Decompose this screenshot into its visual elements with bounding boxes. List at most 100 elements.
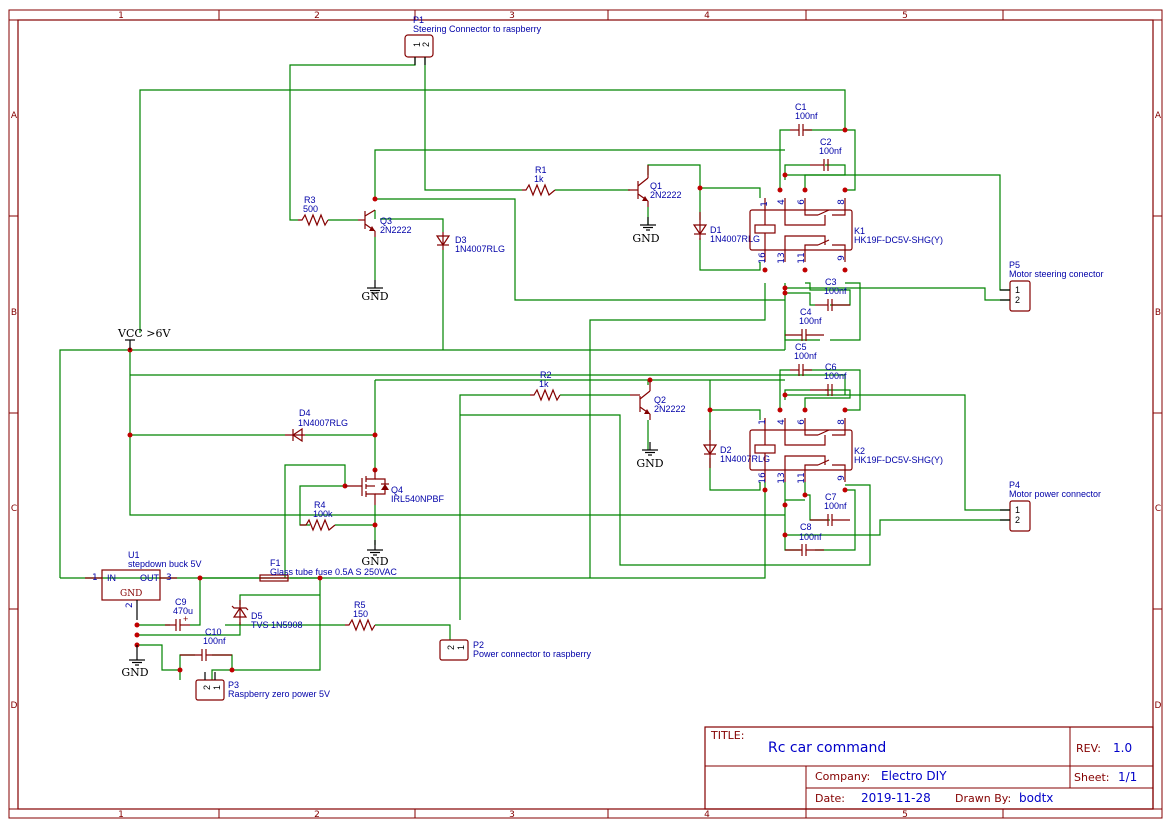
- company-value: Electro DIY: [881, 769, 947, 783]
- row-label: A: [11, 111, 18, 121]
- r4-value: 100k: [313, 509, 333, 519]
- gnd-label: GND: [121, 666, 148, 679]
- c2-ref: C2: [820, 137, 832, 147]
- p5-pin: 2: [1015, 295, 1020, 305]
- gnd-label: GND: [632, 232, 659, 245]
- title-label: TITLE:: [710, 729, 744, 742]
- c6-value: 100nf: [824, 371, 847, 381]
- u1-value: stepdown buck 5V: [128, 559, 202, 569]
- k2-pin: 1: [758, 419, 768, 425]
- c5-value: 100nf: [794, 351, 817, 361]
- u1-pin-gnd: GND: [120, 589, 142, 599]
- col-label: 4: [704, 810, 710, 820]
- d3-ref: D3: [455, 235, 467, 245]
- p5-value: Motor steering conector: [1009, 269, 1104, 279]
- c4-ref: C4: [800, 307, 812, 317]
- c1-ref: C1: [795, 102, 807, 112]
- k2-pin: 8: [837, 419, 847, 425]
- col-label: 3: [509, 11, 515, 21]
- p5-ref: P5: [1009, 260, 1020, 270]
- k2-pin: 11: [797, 472, 807, 483]
- resistor-r3: R3 500: [298, 195, 329, 227]
- col-label: 1: [118, 810, 124, 820]
- col-label: 5: [902, 810, 908, 820]
- gnd-symbol: GND: [121, 645, 149, 679]
- diode-d2: D2 1N4007RLG: [702, 430, 770, 468]
- c8-ref: C8: [800, 522, 812, 532]
- connector-p2: 2 1 P2 Power connector to raspberry: [439, 639, 592, 661]
- f1-value: Glass tube fuse 0.5A S 250VAC: [270, 567, 397, 577]
- c7-ref: C7: [825, 492, 837, 502]
- p3-pin: 2: [202, 685, 212, 690]
- p1-pin1: 1: [412, 42, 422, 47]
- r3-value: 500: [303, 204, 318, 214]
- transistor-q1: Q1 2N2222: [628, 165, 682, 207]
- k1-ref: K1: [854, 226, 865, 236]
- sheet-value: 1/1: [1118, 770, 1137, 784]
- u1-pin-num: 2: [125, 602, 135, 608]
- c3-value: 100nf: [824, 286, 847, 296]
- d3-value: 1N4007RLG: [455, 244, 505, 254]
- u1-pin-num: 1: [92, 573, 98, 583]
- resistor-r2: R2 1k: [530, 370, 561, 402]
- rev-value: 1.0: [1113, 741, 1132, 755]
- p5-pin: 1: [1015, 285, 1020, 295]
- k1-pin: 9: [837, 255, 847, 261]
- c9-polarity: +: [183, 614, 188, 624]
- grid-labels: 1 2 3 4 5 1 2 3 4 5 A B C D A B C D: [11, 11, 1162, 820]
- row-label: B: [11, 308, 17, 318]
- p1-ref: P1: [413, 15, 424, 25]
- capacitor-c10: C10 100nf: [180, 627, 232, 661]
- q1-ref: Q1: [650, 181, 662, 191]
- c7-value: 100nf: [824, 501, 847, 511]
- drawn-by-label: Drawn By:: [955, 792, 1011, 805]
- p4-pin: 2: [1015, 515, 1020, 525]
- c1-value: 100nf: [795, 111, 818, 121]
- d2-value: 1N4007RLG: [720, 454, 770, 464]
- capacitor-c4: C4 100nf: [785, 307, 824, 341]
- capacitor-c5: C5 100nf: [790, 342, 817, 376]
- k2-pin: 4: [777, 419, 787, 425]
- col-label: 2: [314, 810, 320, 820]
- k1-pin: 8: [837, 199, 847, 205]
- fuse-f1: F1 Glass tube fuse 0.5A S 250VAC: [259, 558, 397, 582]
- u1-pin-num: 3: [166, 573, 172, 583]
- resistor-r4: R4 100k: [300, 500, 336, 532]
- p3-pin: 1: [212, 685, 222, 690]
- date-label: Date:: [815, 792, 845, 805]
- mosfet-q4: Q4 IRL540NPBF: [345, 470, 445, 505]
- capacitor-c1: C1 100nf: [790, 102, 818, 136]
- gnd-label: GND: [361, 555, 388, 568]
- c9-ref: C9: [175, 597, 187, 607]
- connector-p5: P5 Motor steering conector 1 2: [1000, 260, 1104, 312]
- title-block: TITLE: Rc car command REV: 1.0 Company: …: [704, 726, 1154, 810]
- k1-pin: 11: [797, 252, 807, 263]
- col-label: 3: [509, 810, 515, 820]
- connector-p1: P1 Steering Connector to raspberry 1 2: [404, 15, 542, 65]
- c9-value: 470u: [173, 606, 193, 616]
- gnd-symbol: GND: [632, 217, 660, 245]
- diode-d3: D3 1N4007RLG: [435, 232, 505, 254]
- u1-pin-out: OUT: [140, 573, 160, 583]
- wires: [59, 57, 1010, 680]
- u1-pin-in: IN: [107, 573, 116, 583]
- connector-p3: 2 1 P3 Raspberry zero power 5V: [195, 672, 330, 701]
- k2-value: HK19F-DC5V-SHG(Y): [854, 455, 943, 465]
- d5-ref: D5: [251, 611, 263, 621]
- r3-ref: R3: [304, 195, 316, 205]
- k1-pin: 16: [758, 252, 768, 264]
- p4-value: Motor power connector: [1009, 489, 1101, 499]
- rev-label: REV:: [1076, 742, 1101, 755]
- q2-ref: Q2: [654, 395, 666, 405]
- row-label: C: [1155, 504, 1161, 514]
- k1-pin: 1: [760, 201, 770, 207]
- k1-value: HK19F-DC5V-SHG(Y): [854, 235, 943, 245]
- gnd-symbol: GND: [361, 280, 389, 303]
- k2-ref: K2: [854, 446, 865, 456]
- resistor-r5: R5 150: [345, 600, 376, 632]
- r5-value: 150: [353, 609, 368, 619]
- col-label: 2: [314, 11, 320, 21]
- q3-value: 2N2222: [380, 225, 412, 235]
- d2-ref: D2: [720, 445, 732, 455]
- c4-value: 100nf: [799, 316, 822, 326]
